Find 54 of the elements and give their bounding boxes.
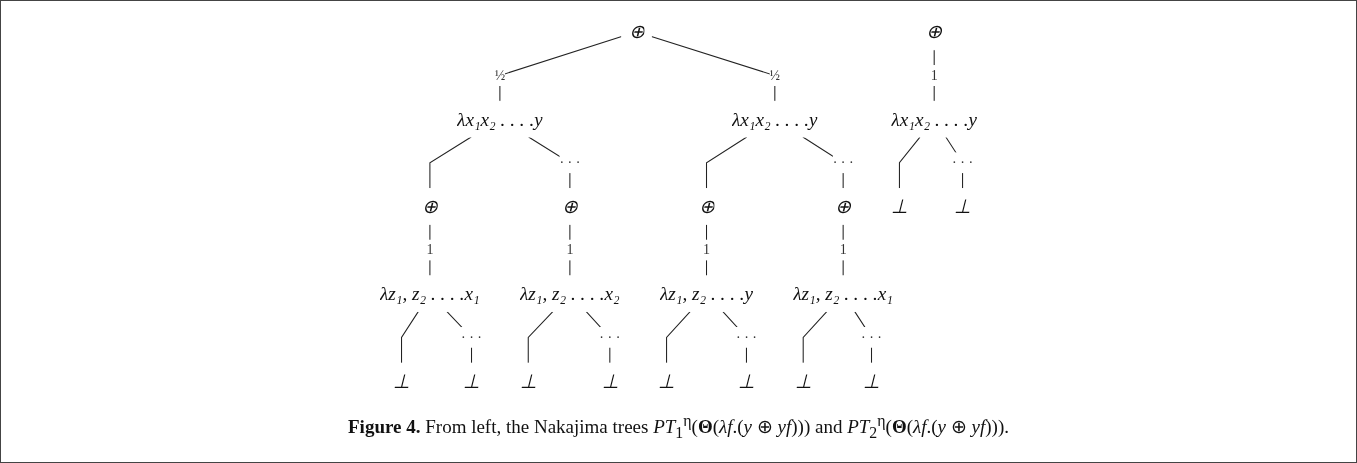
connector: [585, 311, 611, 364]
node-text: λx₁x₂ . . . .y: [732, 108, 818, 131]
node-text: ⊥: [891, 195, 908, 218]
edge-label: 1: [839, 242, 847, 258]
node-text: ⊥: [393, 370, 410, 392]
figure-caption: Figure 4. From left, the Nakajima trees PT$_{1}$$^{η}$(Θ(λf.(y ⊕ yf))) and PT$_{2}$$^{η}$(Θ(λf.(y ⊕ yf))).: [348, 411, 1009, 442]
connector: [650, 36, 776, 102]
connector: [802, 311, 828, 364]
node-text: λz₁, z₂ . . . .x₁: [379, 282, 480, 305]
connector: [429, 136, 472, 190]
node-text: λx₁x₂ . . . .y: [891, 108, 978, 131]
edge-label: · · ·: [861, 329, 882, 345]
connector: [854, 311, 873, 364]
edge-label: 1: [426, 242, 434, 258]
connector: [527, 311, 554, 364]
edge-label: ½: [769, 67, 781, 83]
node-text: ⊥: [463, 370, 480, 392]
edge-label: · · ·: [832, 154, 854, 170]
connector: [706, 136, 748, 190]
node-text: ⊥: [863, 370, 880, 392]
connector: [945, 136, 964, 190]
node-text: ⊕: [422, 195, 438, 218]
node-text: ⊕: [628, 20, 645, 43]
node-text: ⊕: [562, 195, 578, 218]
edge-label: · · ·: [952, 154, 974, 170]
connector: [446, 311, 473, 364]
connector: [528, 136, 571, 190]
node-text: ⊥: [658, 370, 675, 392]
node-text: ⊕: [698, 195, 715, 218]
edge-label: · · ·: [461, 329, 482, 345]
connector: [666, 311, 691, 364]
edge-label: 1: [566, 242, 574, 258]
node-text: λx₁x₂ . . . .y: [457, 108, 543, 131]
node-text: ⊥: [954, 195, 971, 218]
edge-label: 1: [703, 242, 710, 258]
connector: [722, 311, 747, 364]
node-text: ⊥: [601, 370, 619, 392]
node-text: ⊕: [926, 20, 943, 43]
node-text: λz₁, z₂ . . . .x₁: [793, 282, 894, 305]
node-text: λz₁, z₂ . . . .x₂: [519, 282, 620, 305]
connector: [802, 136, 844, 190]
node-text: ⊥: [738, 370, 755, 392]
connector: [499, 36, 623, 102]
edge-label: · · ·: [736, 329, 757, 345]
node-text: ⊥: [794, 370, 812, 392]
edge-label: · · ·: [599, 329, 621, 345]
edge-label: ½: [494, 67, 506, 83]
connector: [401, 311, 419, 364]
node-text: ⊥: [519, 370, 537, 392]
node-text: ⊕: [835, 195, 851, 218]
connector: [898, 136, 921, 190]
node-text: λz₁, z₂ . . . .y: [659, 282, 754, 305]
edge-label: · · ·: [559, 154, 581, 170]
edge-label: 1: [930, 67, 938, 83]
